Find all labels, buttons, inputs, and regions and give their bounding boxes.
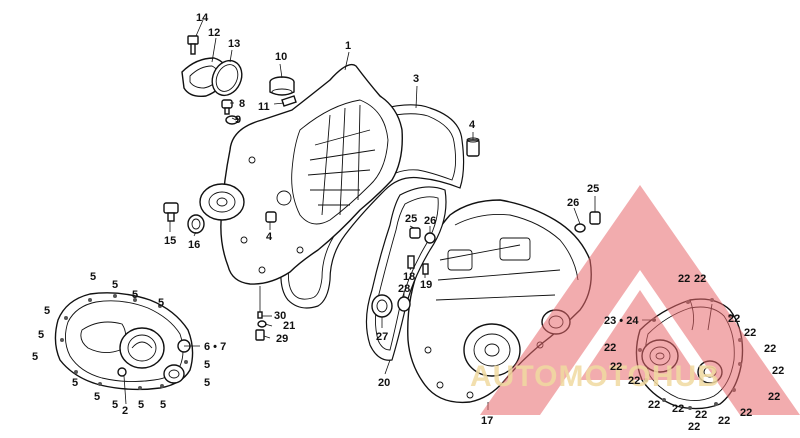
label-25: 25 — [405, 213, 417, 225]
bolt-8 — [221, 99, 233, 115]
drain-plug-15 — [163, 202, 179, 222]
label-22: 22 — [695, 409, 707, 421]
label-17: 17 — [481, 415, 493, 427]
label-25: 25 — [587, 183, 599, 195]
label-22: 22 — [628, 375, 640, 387]
label-22: 22 — [718, 415, 730, 427]
bushing-4 — [466, 137, 480, 157]
label-16: 16 — [188, 239, 200, 251]
label-18: 18 — [403, 271, 415, 283]
label-5: 5 — [44, 305, 50, 317]
label-14: 14 — [196, 12, 209, 24]
label-30: 30 — [274, 310, 286, 322]
label-5: 5 — [160, 399, 166, 411]
label-22: 22 — [772, 365, 784, 377]
label-11: 11 — [258, 101, 270, 113]
label-28: 28 — [398, 283, 410, 295]
label-4: 4 — [266, 231, 273, 243]
label-6-7: 6 • 7 — [204, 341, 226, 353]
washer-26-middle — [424, 232, 436, 244]
label-22: 22 — [688, 421, 700, 433]
bolt-19 — [422, 263, 429, 275]
label-5: 5 — [38, 329, 44, 341]
bolt-18 — [407, 255, 415, 269]
bolt-14 — [187, 35, 199, 55]
label-22: 22 — [610, 361, 622, 373]
label-27: 27 — [376, 331, 388, 343]
bolt-30 — [257, 311, 263, 319]
label-5: 5 — [204, 377, 210, 389]
washer-9 — [225, 115, 239, 125]
label-29: 29 — [276, 333, 288, 345]
watermark-logo: AUTOMOTOHUB — [470, 185, 800, 415]
label-3: 3 — [413, 73, 419, 85]
washer-16 — [187, 214, 205, 234]
label-13: 13 — [228, 38, 240, 50]
label-22: 22 — [648, 399, 660, 411]
label-5: 5 — [32, 351, 38, 363]
washer-26-right — [574, 223, 586, 233]
label-22: 22 — [672, 403, 684, 415]
label-5: 5 — [94, 391, 100, 403]
label-26: 26 — [424, 215, 436, 227]
watermark-text: AUTOMOTOHUB — [470, 360, 720, 393]
label-5: 5 — [112, 279, 118, 291]
label-5: 5 — [72, 377, 78, 389]
watermark-triangle-outer — [480, 185, 800, 415]
side-cover-left — [54, 292, 194, 391]
crankcase-half-right — [407, 199, 592, 404]
label-22: 22 — [694, 273, 706, 285]
label-20: 20 — [378, 377, 390, 389]
label-4: 4 — [469, 119, 476, 131]
washer-21 — [257, 320, 267, 328]
part-labels: 1 2 3 4 4 5 5 5 5 5 5 5 5 5 5 5 5 5 5 6 … — [32, 12, 784, 433]
label-5: 5 — [90, 271, 96, 283]
label-22: 22 — [604, 342, 616, 354]
filler-cap-10 — [269, 76, 295, 96]
label-22: 22 — [678, 273, 690, 285]
label-5: 5 — [158, 297, 164, 309]
label-5: 5 — [204, 359, 210, 371]
label-9: 9 — [235, 114, 241, 126]
watermark-triangle-inner — [580, 290, 700, 380]
label-8: 8 — [239, 98, 245, 110]
leader-lines — [123, 19, 656, 410]
label-26: 26 — [567, 197, 579, 209]
label-21: 21 — [283, 320, 295, 332]
label-10: 10 — [275, 51, 287, 63]
gasket-20 — [365, 186, 447, 361]
label-12: 12 — [208, 27, 220, 39]
label-19: 19 — [420, 279, 432, 291]
label-22: 22 — [728, 313, 740, 325]
crankcase-half-left — [220, 63, 403, 285]
oil-seal-cover — [199, 183, 245, 221]
label-5: 5 — [132, 289, 138, 301]
label-22: 22 — [744, 327, 756, 339]
label-2: 2 — [122, 405, 128, 417]
label-22: 22 — [740, 407, 752, 419]
label-23-24: 23 • 24 — [604, 315, 639, 327]
label-5: 5 — [138, 399, 144, 411]
bolt-29 — [255, 329, 265, 341]
o-ring-13 — [211, 59, 243, 97]
label-22: 22 — [764, 343, 776, 355]
oil-seal-27 — [371, 294, 393, 318]
screw-11 — [281, 95, 297, 107]
label-5: 5 — [112, 399, 118, 411]
label-22: 22 — [768, 391, 780, 403]
pin-25-middle — [409, 227, 421, 239]
label-1: 1 — [345, 40, 351, 52]
washer-28 — [397, 296, 411, 312]
label-15: 15 — [164, 235, 176, 247]
pin-25-right — [589, 211, 601, 225]
